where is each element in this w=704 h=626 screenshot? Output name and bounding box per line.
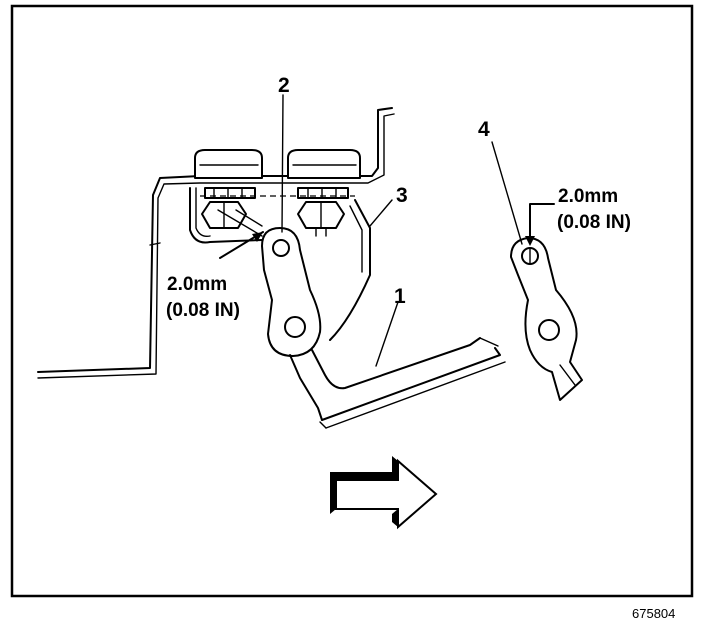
direction-arrow	[330, 456, 438, 530]
callout-2: 2	[278, 74, 290, 97]
callout-1: 1	[394, 285, 406, 308]
left-adjusting-nut	[201, 201, 247, 229]
right-adjusting-nut	[297, 201, 345, 237]
lower-pivot-hole	[284, 316, 306, 338]
left-switch	[194, 149, 263, 199]
right-detail-view	[491, 141, 583, 401]
right-gap-arrow	[529, 203, 555, 241]
left-gap-indicator	[217, 209, 264, 259]
pedal-lever	[261, 227, 322, 357]
right-gap-imperial: (0.08 IN)	[557, 212, 631, 233]
leader-1	[375, 301, 399, 367]
pedal-support-bracket	[329, 199, 371, 341]
left-gap-imperial: (0.08 IN)	[166, 300, 240, 321]
callout-3: 3	[396, 184, 408, 207]
right-gap-metric: 2.0mm	[558, 186, 618, 207]
upper-pivot-hole	[272, 239, 290, 257]
callout-4: 4	[478, 118, 490, 141]
leader-3	[369, 199, 393, 227]
detail-lower-hole	[538, 319, 560, 341]
figure-reference-number: 675804	[632, 606, 675, 621]
leader-2	[281, 94, 284, 233]
leader-4	[491, 141, 523, 245]
pedal-arm	[289, 337, 506, 429]
left-pedal-assembly	[37, 94, 506, 429]
left-gap-metric: 2.0mm	[167, 274, 227, 295]
bracket	[189, 187, 263, 244]
right-switch	[287, 149, 361, 199]
